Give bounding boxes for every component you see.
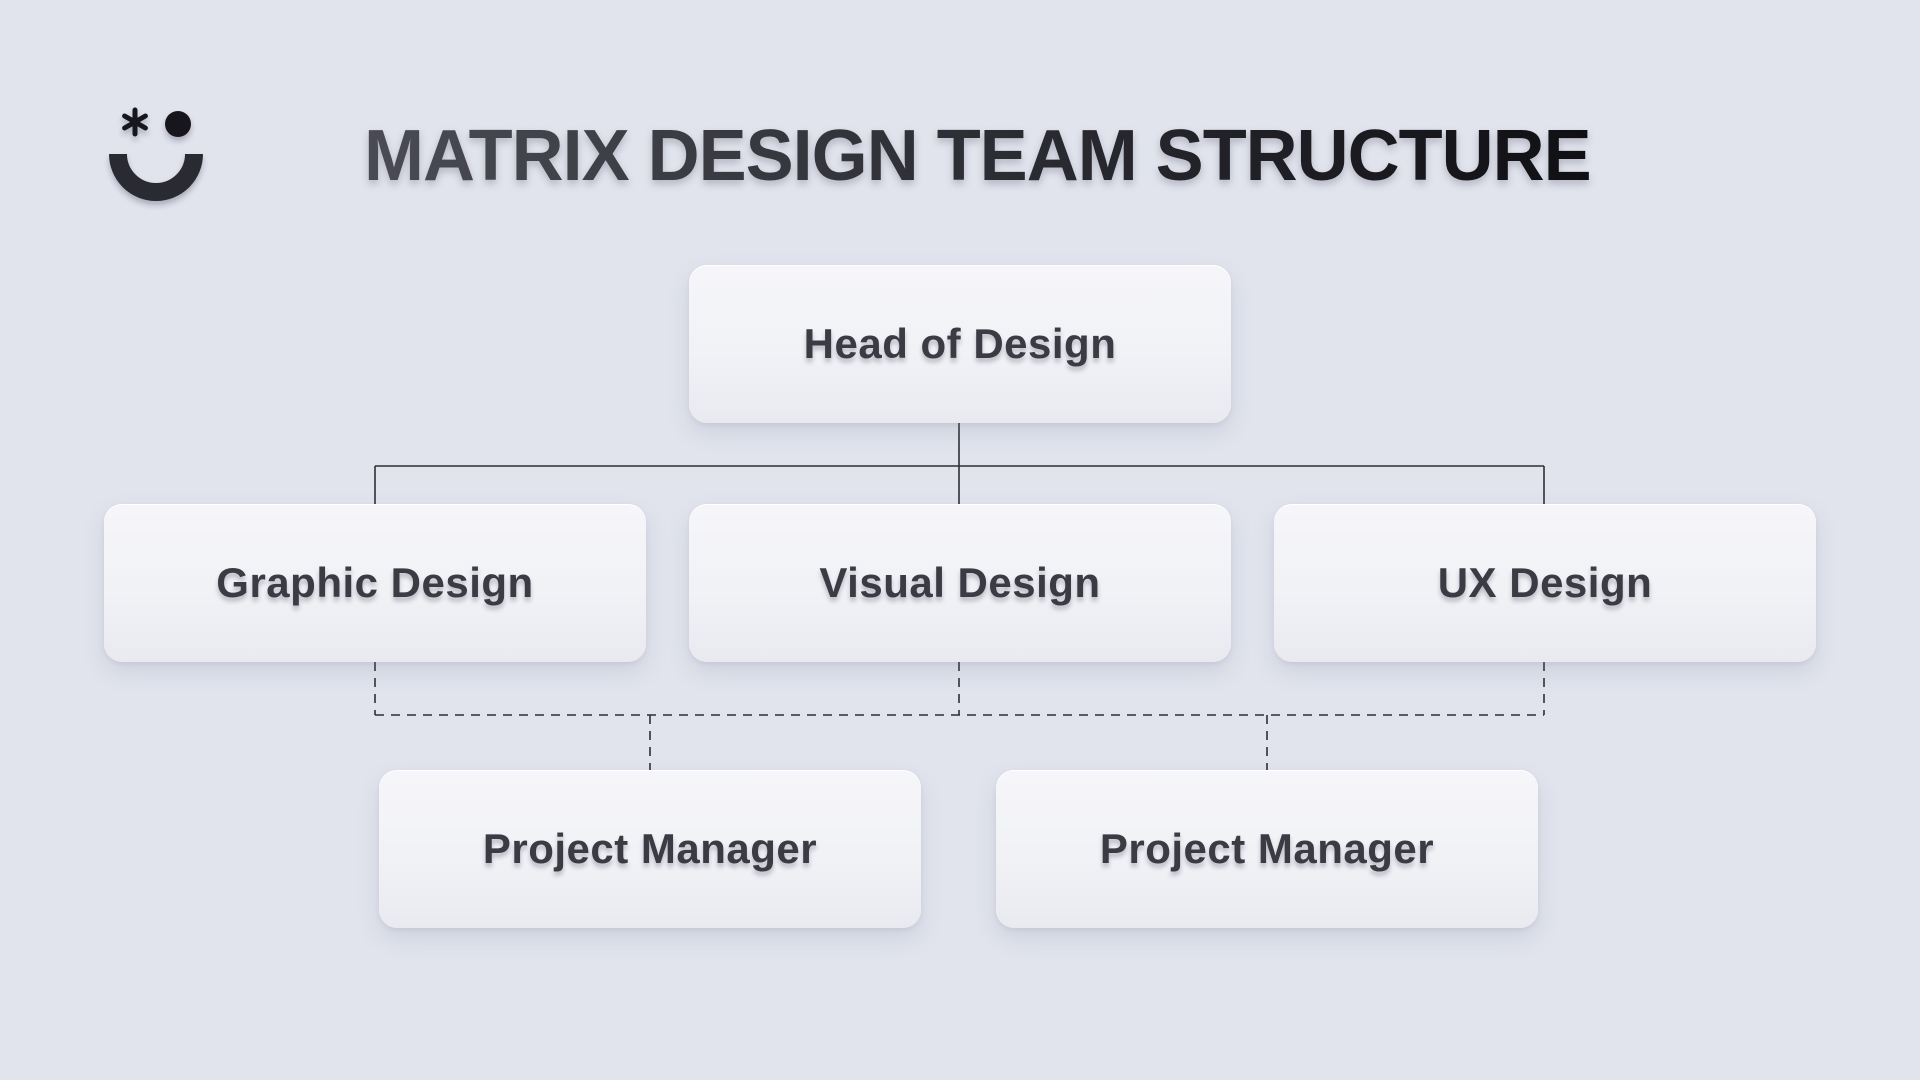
solid-connectors: [374, 423, 1545, 504]
node-label: Project Manager: [482, 825, 818, 872]
node-project-manager-right: Project Manager: [996, 770, 1538, 928]
node-project-manager-left: Project Manager: [379, 770, 921, 928]
node-visual-design: Visual Design: [689, 504, 1231, 662]
node-head-of-design: Head of Design: [689, 265, 1231, 423]
node-label: Visual Design: [819, 559, 1101, 606]
node-label: Head of Design: [803, 320, 1117, 367]
node-label: Project Manager: [1099, 825, 1435, 872]
node-label: UX Design: [1437, 559, 1653, 606]
node-label: Graphic Design: [216, 559, 534, 606]
smile-asterisk-logo-icon: [109, 107, 203, 201]
node-ux-design: UX Design: [1274, 504, 1816, 662]
dashed-connectors: [374, 662, 1545, 770]
node-graphic-design: Graphic Design: [104, 504, 646, 662]
page-title: MATRIX DESIGN TEAM STRUCTURE: [364, 108, 1592, 204]
